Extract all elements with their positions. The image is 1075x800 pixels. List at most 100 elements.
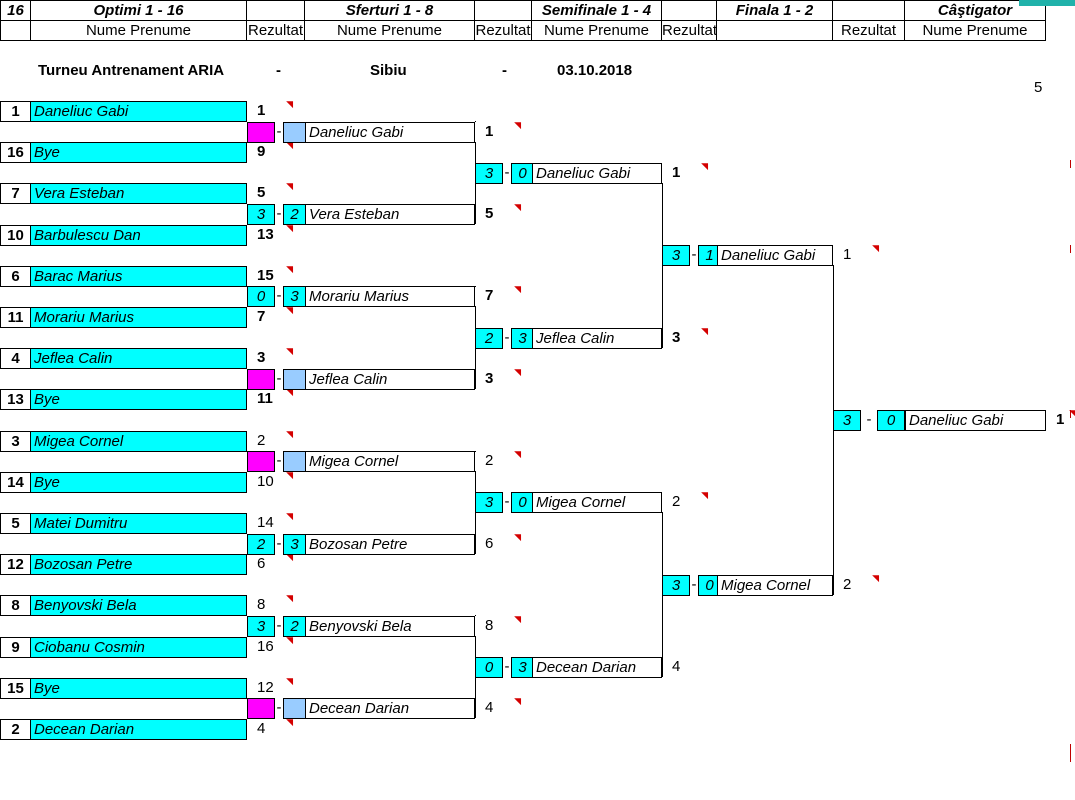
- champion-score-dash: -: [861, 410, 877, 431]
- qf-score-right: 3: [283, 533, 306, 555]
- comment-marker-icon: ◥: [286, 552, 293, 563]
- r16-player-name[interactable]: Bye: [31, 677, 247, 699]
- qf-score-right: 2: [283, 204, 306, 225]
- qf-rank: 2◥: [485, 449, 521, 470]
- qf-score-left: [247, 121, 275, 143]
- r16-player-name[interactable]: Migea Cornel: [31, 430, 247, 452]
- comment-marker-icon: ◥: [286, 305, 293, 315]
- winner-header: Câştigator: [905, 0, 1046, 21]
- comment-marker-icon: ◥: [514, 366, 521, 377]
- final-header: Finala 1 - 2: [717, 0, 833, 21]
- seed-number: 8: [0, 595, 31, 617]
- qf-score-right: [283, 451, 306, 473]
- semi-header: Semifinale 1 - 4: [532, 0, 662, 21]
- sf-player-name[interactable]: Decean Darian: [532, 657, 662, 679]
- qf-player-name[interactable]: Morariu Marius: [305, 286, 475, 308]
- info-separator-1: -: [276, 62, 281, 79]
- r16-player-name[interactable]: Bozosan Petre: [31, 554, 247, 576]
- qf-player-name[interactable]: Daneliuc Gabi: [305, 121, 475, 143]
- sub-empty: [0, 21, 31, 41]
- r16-player-name[interactable]: Bye: [31, 142, 247, 164]
- r16-player-name[interactable]: Decean Darian: [31, 719, 247, 740]
- sf-connector: [475, 636, 476, 719]
- comment-marker-icon: ◥: [286, 387, 293, 398]
- final-score-dash: -: [690, 574, 698, 596]
- r16-player-name[interactable]: Matei Dumitru: [31, 513, 247, 534]
- qf-score-right: [283, 121, 306, 143]
- qf-score-dash: -: [275, 286, 283, 308]
- qf-score-left: 3: [247, 616, 275, 637]
- r16-player-name[interactable]: Barbulescu Dan: [31, 224, 247, 246]
- comment-marker-icon: ◥: [514, 119, 521, 130]
- seed-number: 10: [0, 224, 31, 246]
- qf-score-right: [283, 368, 306, 390]
- header-empty-2: [475, 0, 532, 21]
- comment-marker-icon: ◥: [286, 346, 293, 357]
- sf-rank: 4: [672, 658, 681, 676]
- sf-player-name[interactable]: Jeflea Calin: [532, 327, 662, 349]
- corner-number: 5: [1034, 79, 1043, 96]
- final-player-name[interactable]: Daneliuc Gabi: [717, 245, 833, 267]
- r16-player-name[interactable]: Bye: [31, 389, 247, 411]
- qf-player-name[interactable]: Bozosan Petre: [305, 533, 475, 555]
- r16-rank: 14◥: [257, 511, 293, 532]
- sf-player-name[interactable]: Migea Cornel: [532, 492, 662, 514]
- seed-number: 15: [0, 677, 31, 699]
- sf-score-left: 3: [475, 492, 503, 514]
- final-player-name[interactable]: Migea Cornel: [717, 574, 833, 596]
- comment-marker-icon: ◥: [514, 614, 521, 624]
- r16-player-name[interactable]: Barac Marius: [31, 265, 247, 287]
- comment-marker-icon: ◥: [701, 325, 708, 336]
- player-count: 16: [0, 0, 31, 21]
- sf-score-right: 0: [511, 162, 534, 184]
- sub-result-2: Rezultat: [475, 21, 532, 41]
- r16-player-name[interactable]: Morariu Marius: [31, 307, 247, 328]
- sub-result-1: Rezultat: [247, 21, 305, 41]
- qf-player-name[interactable]: Decean Darian: [305, 698, 475, 720]
- header-empty-4: [833, 0, 905, 21]
- r16-rank: 12◥: [257, 675, 293, 696]
- qf-connector: [475, 285, 476, 287]
- page-break-mark-3: [1070, 410, 1071, 418]
- r16-player-name[interactable]: Jeflea Calin: [31, 348, 247, 370]
- r16-player-name[interactable]: Vera Esteban: [31, 183, 247, 205]
- r16-player-name[interactable]: Daneliuc Gabi: [31, 101, 247, 122]
- r16-player-name[interactable]: Benyovski Bela: [31, 595, 247, 617]
- qf-score-right: 3: [283, 286, 306, 308]
- qf-player-name[interactable]: Migea Cornel: [305, 451, 475, 473]
- quarter-header: Sferturi 1 - 8: [305, 0, 475, 21]
- qf-rank: 8◥: [485, 614, 521, 635]
- r16-rank: 3◥: [257, 346, 293, 367]
- r16-player-name[interactable]: Ciobanu Cosmin: [31, 636, 247, 658]
- sf-score-left: 3: [475, 162, 503, 184]
- champion-name[interactable]: Daneliuc Gabi: [905, 410, 1046, 431]
- qf-score-dash: -: [275, 368, 283, 390]
- r16-player-name[interactable]: Bye: [31, 471, 247, 493]
- page-break-mark-4: [1070, 744, 1071, 762]
- sub-name-5: Nume Prenume: [905, 21, 1046, 41]
- final-connector: [662, 512, 663, 678]
- r16-rank: 5◥: [257, 181, 293, 202]
- qf-player-name[interactable]: Vera Esteban: [305, 204, 475, 225]
- cell-selection-marker: [1019, 0, 1075, 6]
- final-score-dash: -: [690, 245, 698, 267]
- qf-score-left: [247, 698, 275, 720]
- qf-score-left: [247, 368, 275, 390]
- qf-rank: 6◥: [485, 531, 521, 552]
- qf-rank: 4◥: [485, 696, 521, 717]
- qf-score-dash: -: [275, 204, 283, 225]
- sf-score-dash: -: [503, 492, 511, 514]
- qf-rank: 5◥: [485, 202, 521, 223]
- seed-number: 1: [0, 101, 31, 122]
- page-break-mark-2: [1070, 245, 1071, 253]
- sf-rank: 1◥: [672, 160, 708, 181]
- comment-marker-icon: ◥: [286, 181, 293, 192]
- round16-header: Optimi 1 - 16: [31, 0, 247, 21]
- r16-rank: 8◥: [257, 593, 293, 614]
- comment-marker-icon: ◥: [514, 284, 521, 295]
- comment-marker-icon: ◥: [1069, 408, 1075, 418]
- sub-name-2: Nume Prenume: [305, 21, 475, 41]
- sf-player-name[interactable]: Daneliuc Gabi: [532, 162, 662, 184]
- qf-player-name[interactable]: Jeflea Calin: [305, 368, 475, 390]
- qf-player-name[interactable]: Benyovski Bela: [305, 616, 475, 637]
